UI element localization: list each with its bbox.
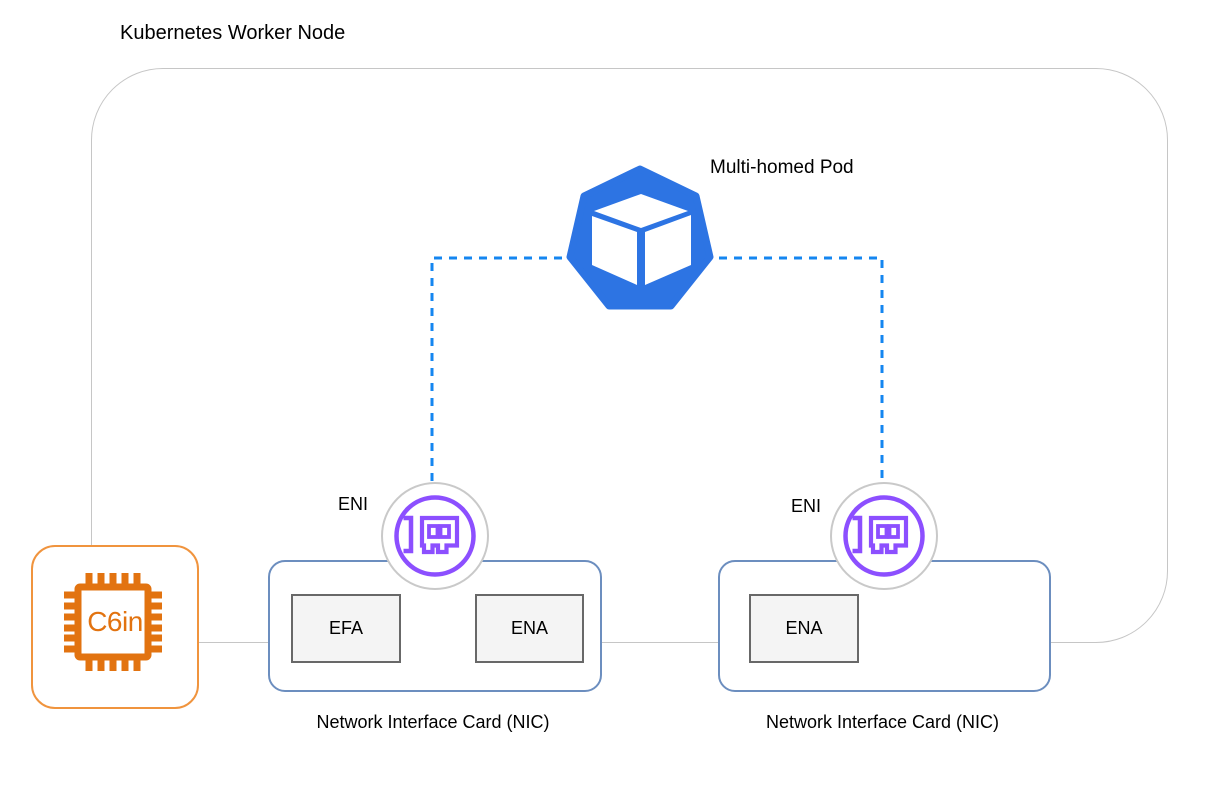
adapter-box-efa: EFA (291, 594, 401, 663)
elastic-network-interface-icon (394, 495, 476, 577)
cpu-chip-icon (64, 573, 162, 671)
adapter-label: ENA (510, 618, 548, 638)
adapter-label: ENA (785, 618, 823, 638)
node-title: Kubernetes Worker Node (120, 22, 346, 44)
nic-label-right: Network Interface Card (NIC) (765, 712, 1000, 732)
instance-type-label: C6in (87, 606, 143, 637)
eni-label-right: ENI (791, 496, 822, 516)
kubernetes-worker-node-boundary (91, 68, 1168, 643)
elastic-network-interface-icon (843, 495, 925, 577)
eni-node-right (830, 482, 938, 590)
pod-label: Multi-homed Pod (710, 157, 854, 178)
adapter-label: EFA (328, 618, 363, 638)
adapter-box-ena: ENA (475, 594, 584, 663)
eni-node-left (381, 482, 489, 590)
adapter-box-ena: ENA (749, 594, 859, 663)
nic-label-left: Network Interface Card (NIC) (316, 712, 550, 732)
eni-label-left: ENI (338, 494, 369, 514)
c6in-instance-node: C6in (31, 545, 199, 709)
